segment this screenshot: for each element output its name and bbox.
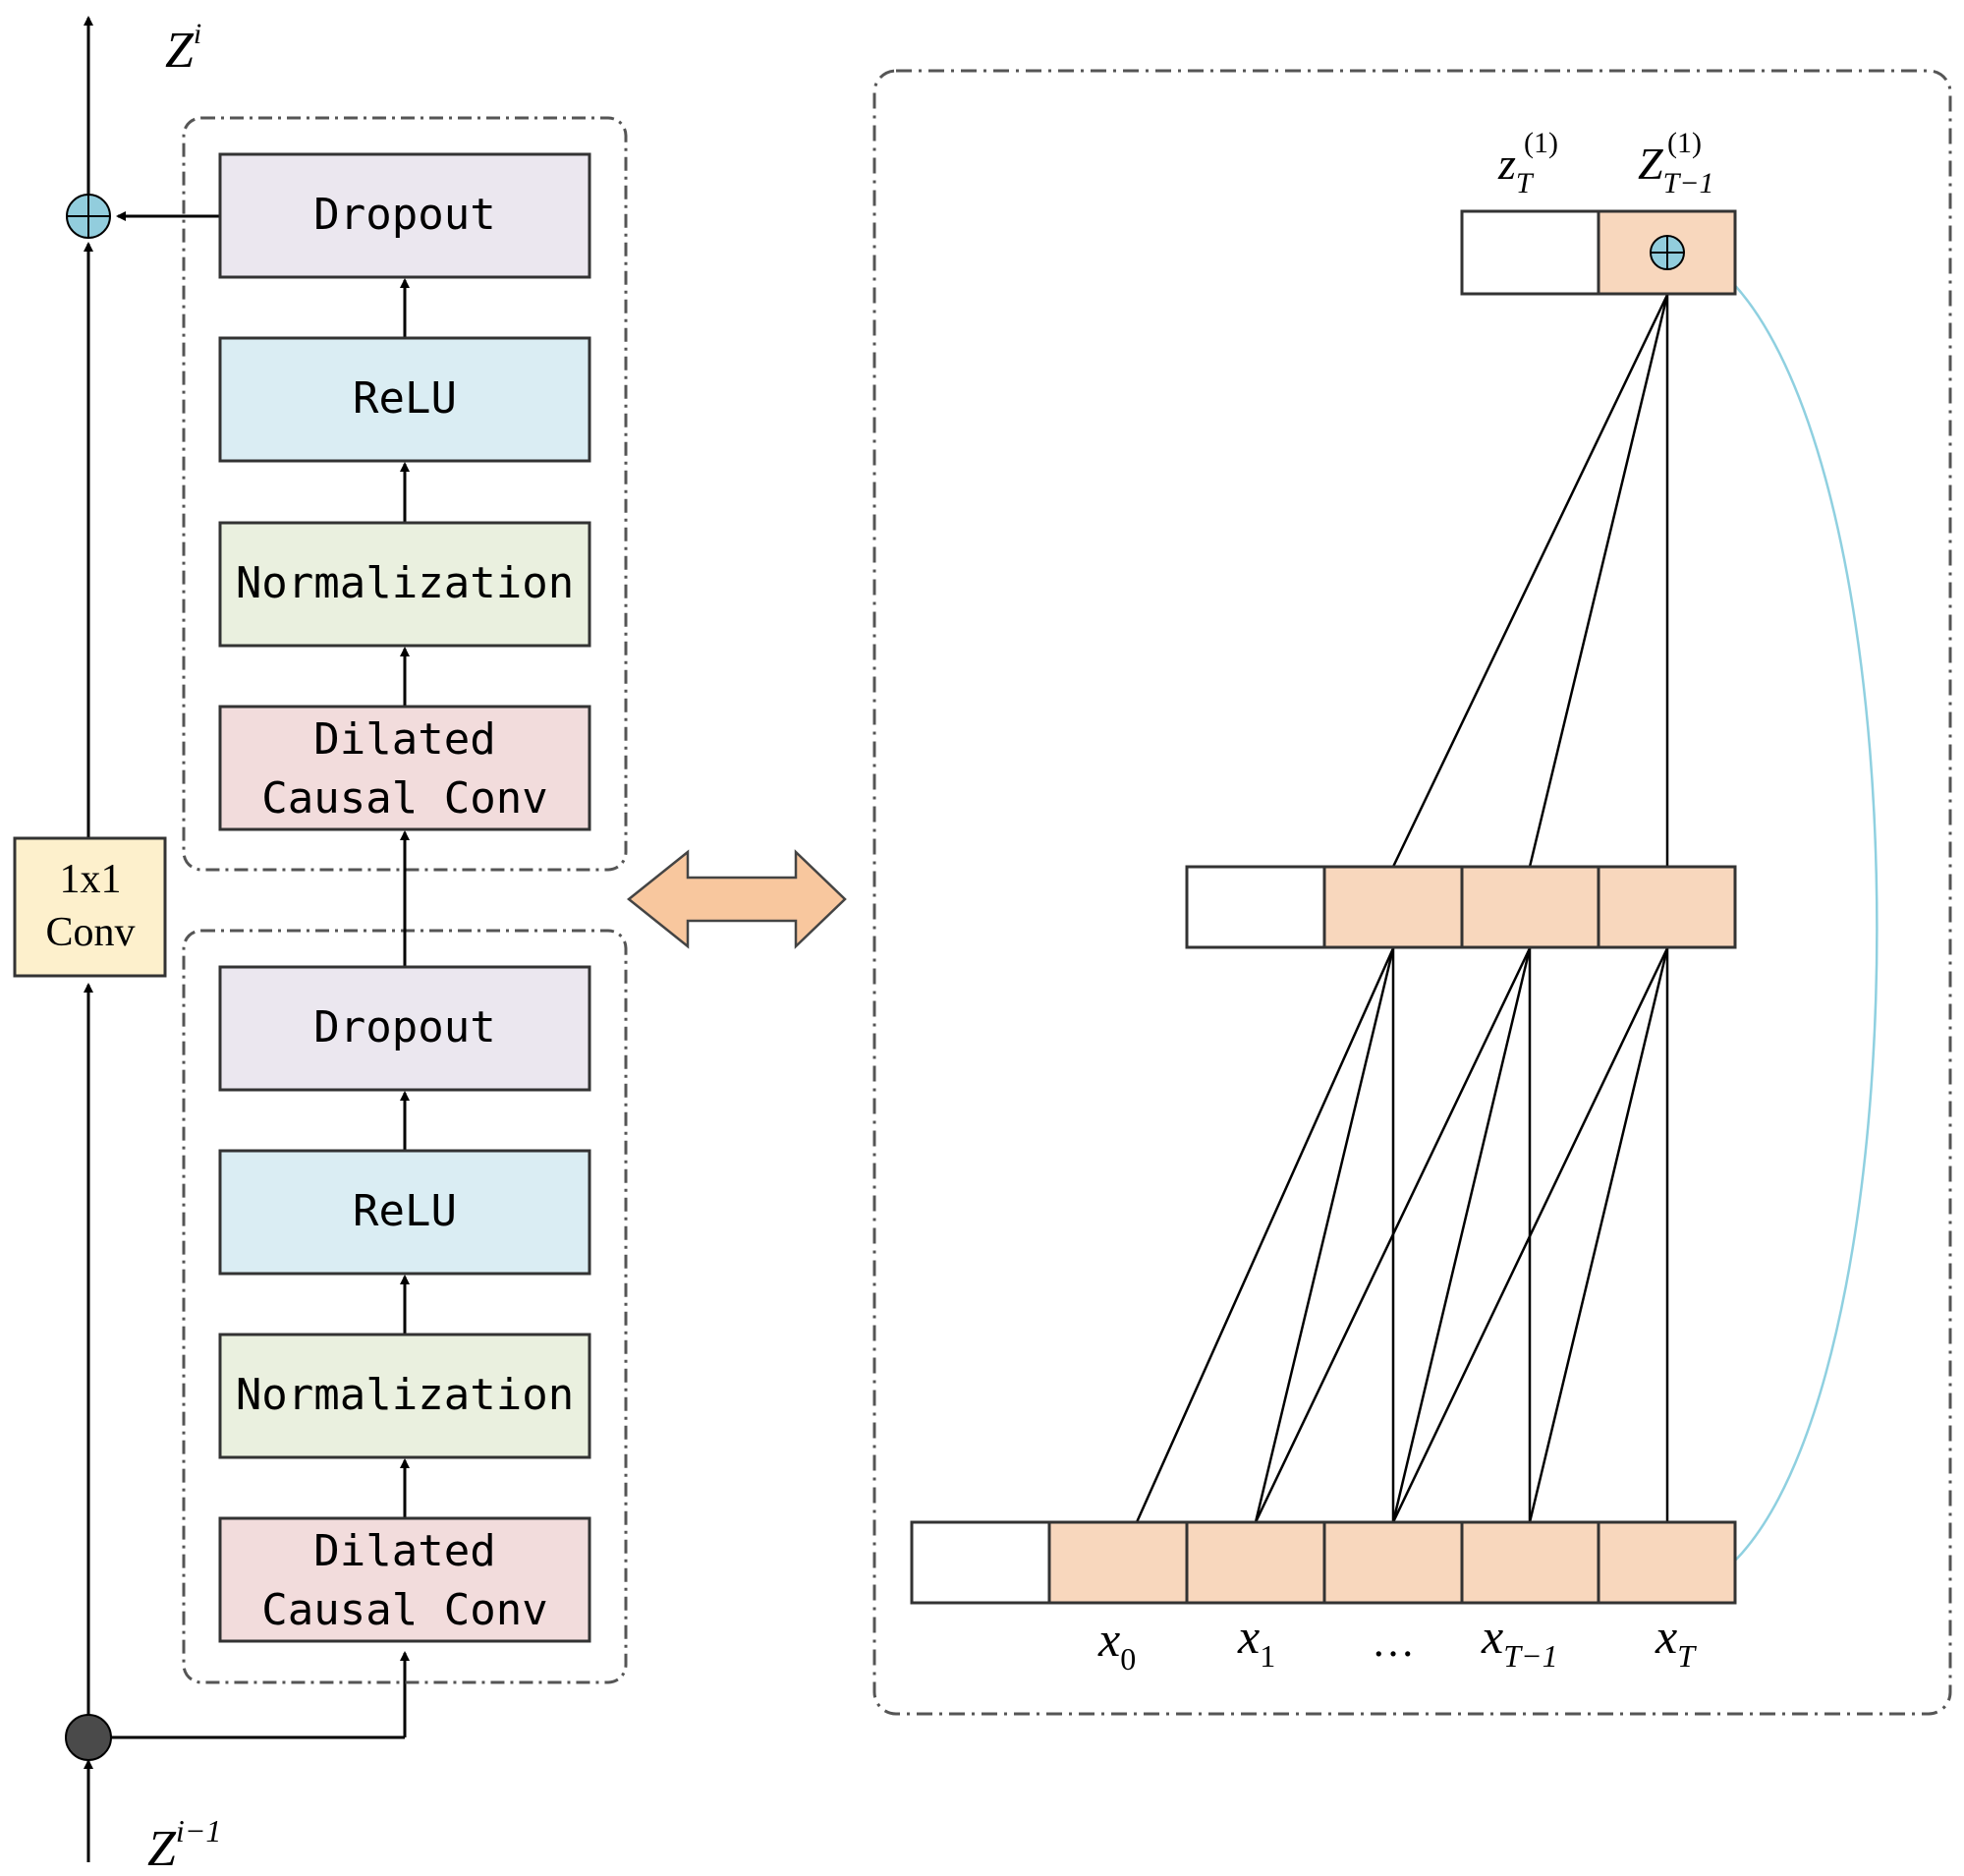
skip-conv-box: [13, 836, 167, 978]
label-zT-sup: (1): [1524, 127, 1558, 159]
lower-block: Dropout ReLU Normalization Dilated Causa…: [218, 965, 591, 1643]
upper-relu-label: ReLU: [353, 373, 457, 424]
join-node: [65, 1714, 112, 1761]
bottom-cell-dots: [1322, 1520, 1464, 1605]
middle-cell-3: [1597, 865, 1737, 949]
upper-conv-box: [218, 705, 591, 831]
add-node: [66, 194, 111, 239]
middle-cell-2: [1460, 865, 1600, 949]
label-zT1: ZT−1: [1638, 139, 1714, 199]
upper-conv-label-line2: Causal Conv: [261, 773, 547, 824]
lower-dropout-box: [218, 965, 591, 1092]
lower-dropout-label: Dropout: [313, 1002, 495, 1052]
label-xT1: xT−1: [1481, 1609, 1558, 1674]
lower-relu-label: ReLU: [353, 1186, 457, 1236]
top-output-cell: [1597, 209, 1737, 296]
bottom-cell-x0: [1047, 1520, 1189, 1605]
skip-conv-line1: 1x1: [60, 857, 122, 902]
bottom-pad-cell: [910, 1520, 1051, 1605]
upper-norm-label: Normalization: [236, 558, 574, 608]
lower-relu-box: [218, 1149, 591, 1276]
input-label: Zi−1: [147, 1813, 221, 1876]
residual-curve: [1691, 249, 1879, 1562]
upper-relu-box: [218, 336, 591, 463]
lower-conv-label-line2: Causal Conv: [261, 1585, 547, 1635]
output-label: Zi: [165, 18, 201, 79]
bottom-cell-xT: [1597, 1520, 1737, 1605]
middle-cell-1: [1322, 865, 1464, 949]
label-dots: …: [1372, 1618, 1415, 1666]
upper-block-container: [182, 116, 628, 872]
label-zT: zT: [1497, 139, 1535, 199]
lower-norm-label: Normalization: [236, 1370, 574, 1420]
label-x1: x1: [1237, 1609, 1275, 1674]
lower-conv-label-line1: Dilated: [313, 1526, 495, 1576]
upper-block: Dropout ReLU Normalization Dilated Causa…: [218, 152, 591, 831]
top-pad-cell: [1460, 209, 1600, 296]
bottom-cell-xT1: [1460, 1520, 1600, 1605]
lower-conv-box: [218, 1516, 591, 1643]
label-xT: xT: [1655, 1609, 1697, 1674]
double-arrow: [626, 849, 847, 949]
bottom-cell-x1: [1185, 1520, 1326, 1605]
lower-norm-box: [218, 1333, 591, 1459]
upper-dropout-box: [218, 152, 591, 279]
dilation-lines: [1135, 294, 1669, 1523]
label-zT1-sup: (1): [1667, 127, 1702, 159]
upper-norm-box: [218, 521, 591, 648]
top-add-node: [1650, 235, 1685, 270]
skip-conv-line2: Conv: [45, 910, 135, 955]
upper-conv-label-line1: Dilated: [313, 714, 495, 765]
right-panel-container: [872, 69, 1952, 1716]
upper-dropout-label: Dropout: [313, 190, 495, 240]
middle-pad-cell: [1185, 865, 1326, 949]
label-x0: x0: [1097, 1612, 1136, 1677]
